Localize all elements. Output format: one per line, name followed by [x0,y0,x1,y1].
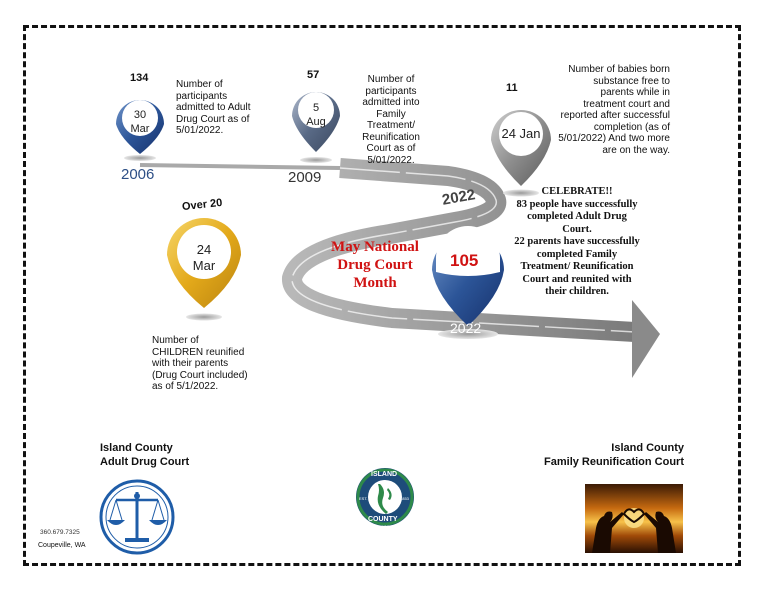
seal-state: WASHINGTON STATE [365,524,406,529]
celebrate-box: CELEBRATE!! 83 people have successfully … [512,186,642,299]
adult-court-name: Island County Adult Drug Court [100,441,189,469]
seal-est-right: 1853 [400,496,409,501]
year-2009: 2009 [288,169,322,186]
family-court-line1: Island County [611,442,684,454]
adult-court-line2: Adult Drug Court [100,456,190,468]
date-2006-month: Mar [130,123,150,135]
pin-2006 [116,100,164,161]
seal-top-text: ISLAND [371,471,398,478]
island-county-seal [356,468,414,526]
date-2009-day: 5 [312,102,320,114]
date-2006-day: 30 [133,109,147,121]
contact-city: Coupeville, WA [38,542,86,549]
count-105: 105 [450,251,479,270]
year-2006: 2006 [121,166,155,183]
pin-2022-jan [491,110,551,197]
seal-est-left: EST. [359,496,368,501]
date-over-20-month: Mar [192,258,216,273]
date-2009: 5 Aug [298,101,334,129]
family-court-photo [585,484,683,553]
family-court-name: Island County Family Reunification Court [540,441,684,469]
timeline-road [139,158,660,378]
date-over-20: 24 Mar [184,242,224,274]
celebrate-adult: 83 people have successfully completed Ad… [516,198,638,235]
date-2009-month: Aug [306,116,326,128]
may-banner: May National Drug Court Month [331,239,419,291]
year-2022-bottom: 2022 [450,320,482,336]
date-over-20-day: 24 [196,242,212,257]
seal-bottom-text: COUNTY [368,516,398,523]
celebrate-title: CELEBRATE!! [541,186,613,197]
count-2022-jan: 11 [506,82,518,94]
pin-2009 [292,92,340,163]
date-2006: 30 Mar [122,108,158,136]
family-court-line2: Family Reunification Court [544,456,684,468]
dashed-border [23,25,741,566]
pin-105 [432,226,504,339]
desc-2022-babies: Number of babies born substance free to … [558,64,670,156]
date-2022-jan: 24 Jan [501,126,541,141]
contact-phone: 360.679.7325 [40,529,80,536]
adult-drug-court-logo [99,479,175,555]
celebrate-family: 22 parents have successfully completed F… [514,236,640,297]
desc-2009: Number of participants admitted into Fam… [362,74,420,166]
count-2006: 134 [130,72,149,84]
count-2009: 57 [307,69,320,81]
desc-2006: Number of participants admitted to Adult… [176,79,251,136]
desc-children: Number of CHILDREN reunified with their … [152,335,248,392]
adult-court-line1: Island County [100,442,173,454]
pin-over-20 [167,218,241,321]
